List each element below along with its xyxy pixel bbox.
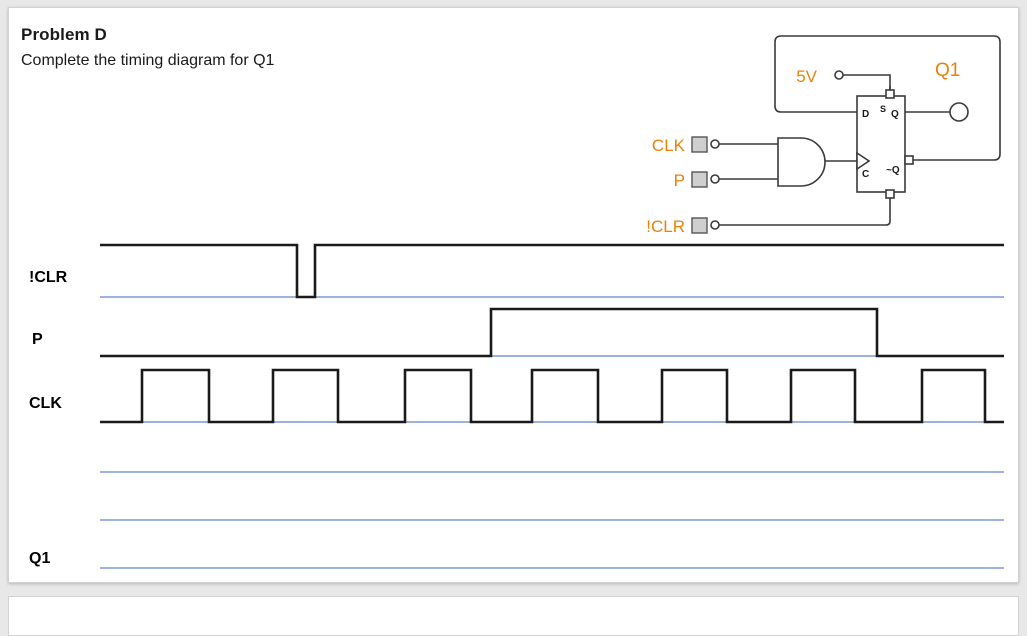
timing-diagram: [100, 243, 1004, 569]
and-gate-icon: [777, 137, 826, 187]
clr-wire: [719, 192, 891, 226]
output-terminal-icon: [949, 102, 969, 122]
waveform-clk: [100, 368, 1004, 424]
feedback-wire: [774, 35, 1001, 161]
clr-switch: [691, 217, 708, 234]
screenshot-root: Problem D Complete the timing diagram fo…: [8, 7, 1019, 636]
timing-row-label-q1: Q1: [29, 550, 51, 567]
problem-instruction: Complete the timing diagram for Q1: [21, 52, 275, 69]
ff-pin-c: C: [862, 169, 869, 180]
input-switches: [691, 136, 708, 234]
clr-terminal-icon: [710, 220, 720, 230]
ff-pin-qbar: ~Q: [886, 165, 900, 176]
qbar-pin-stub: [904, 155, 914, 165]
ff-pin-d: D: [862, 109, 869, 120]
waveform-clr: [100, 243, 1004, 299]
waveform-layer: [100, 243, 1004, 569]
clr-input-label: !CLR: [646, 217, 685, 236]
problem-card: Problem D Complete the timing diagram fo…: [8, 7, 1019, 583]
supply-terminal-icon: [834, 70, 844, 80]
p-switch: [691, 171, 708, 188]
flipflop-body: [856, 95, 906, 193]
clock-edge-triangle: [856, 151, 871, 171]
ff-pin-s: S: [880, 104, 886, 114]
next-problem-card: [8, 596, 1019, 636]
clk-terminal-icon: [710, 139, 720, 149]
p-input-label: P: [674, 171, 685, 190]
clk-input-label: CLK: [652, 136, 686, 155]
clear-pin-stub: [885, 189, 895, 199]
circuit-schematic: D S Q C ~Q 5V Q1 CLK P !CLR: [629, 16, 1018, 248]
page-title: Problem D: [21, 25, 107, 44]
circuit-svg: D S Q C ~Q 5V Q1 CLK P !CLR: [646, 35, 1001, 236]
p-terminal-icon: [710, 174, 720, 184]
waveform-p: [100, 307, 1004, 358]
supply-label: 5V: [796, 67, 817, 86]
timing-row-label-clr: !CLR: [29, 269, 68, 286]
ff-pin-q: Q: [891, 109, 899, 120]
timing-row-label-clk: CLK: [29, 395, 62, 412]
output-label: Q1: [935, 60, 960, 81]
clk-switch: [691, 136, 708, 153]
timing-row-label-p: P: [32, 331, 43, 348]
